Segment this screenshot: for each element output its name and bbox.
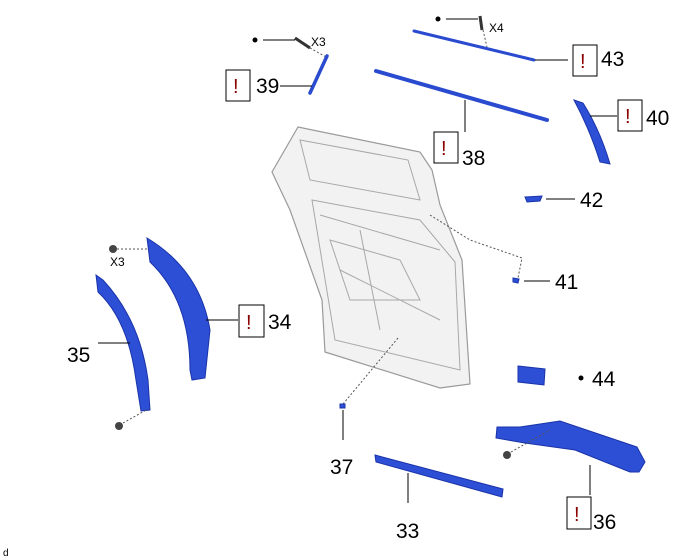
warning-mark-38: !: [441, 138, 447, 160]
callout-39: 39: [256, 75, 279, 98]
warning-box-34: [238, 304, 265, 338]
callout-41: 41: [555, 271, 578, 294]
warning-box-43: [572, 44, 598, 77]
callout-37: 37: [330, 456, 353, 479]
bullet-dot: [435, 16, 441, 22]
quantity-34: X3: [110, 255, 125, 269]
part-35: [95, 273, 151, 412]
corner-mark: d: [3, 548, 9, 559]
warning-box-36: [566, 496, 592, 530]
callout-44: 44: [592, 368, 616, 391]
clip-icon: [478, 15, 484, 31]
bullet-dot: [252, 37, 258, 43]
callout-36: 36: [593, 511, 616, 534]
rear-door-panel: [271, 126, 471, 389]
warning-mark-34: !: [246, 312, 252, 334]
screw-icon: [294, 36, 311, 50]
part-33: [374, 454, 504, 498]
nut-icon: [115, 422, 123, 430]
part-43: [412, 29, 536, 62]
part-38: [374, 69, 549, 122]
callout-38: 38: [462, 147, 485, 170]
callout-34: 34: [268, 311, 292, 334]
part-42: [524, 195, 543, 203]
part-39: [308, 54, 329, 95]
warning-mark-39: !: [233, 76, 239, 98]
warning-mark-36: !: [574, 504, 580, 526]
nut-icon: [503, 451, 511, 459]
bullet-dot: [578, 375, 584, 381]
part-34: [146, 237, 211, 381]
callout-43: 43: [601, 48, 624, 71]
quantity-39: X3: [311, 35, 326, 49]
warning-mark-43: !: [580, 51, 586, 73]
clip-icon: [109, 245, 117, 253]
warning-box-38: [433, 131, 459, 164]
warning-box-40: [617, 99, 643, 132]
part-41: [512, 277, 520, 284]
callout-40: 40: [646, 107, 669, 130]
part-40: [572, 99, 611, 165]
callout-35: 35: [67, 344, 90, 367]
warning-box-39: [225, 69, 251, 102]
quantity-43: X4: [489, 21, 504, 35]
part-44: [517, 365, 546, 386]
part-36: [495, 420, 646, 473]
warning-mark-40: !: [625, 106, 631, 128]
callout-33: 33: [396, 520, 419, 543]
callout-42: 42: [580, 189, 603, 212]
part-37: [339, 403, 346, 409]
warning-marks: ! ! ! ! ! !: [233, 51, 631, 526]
